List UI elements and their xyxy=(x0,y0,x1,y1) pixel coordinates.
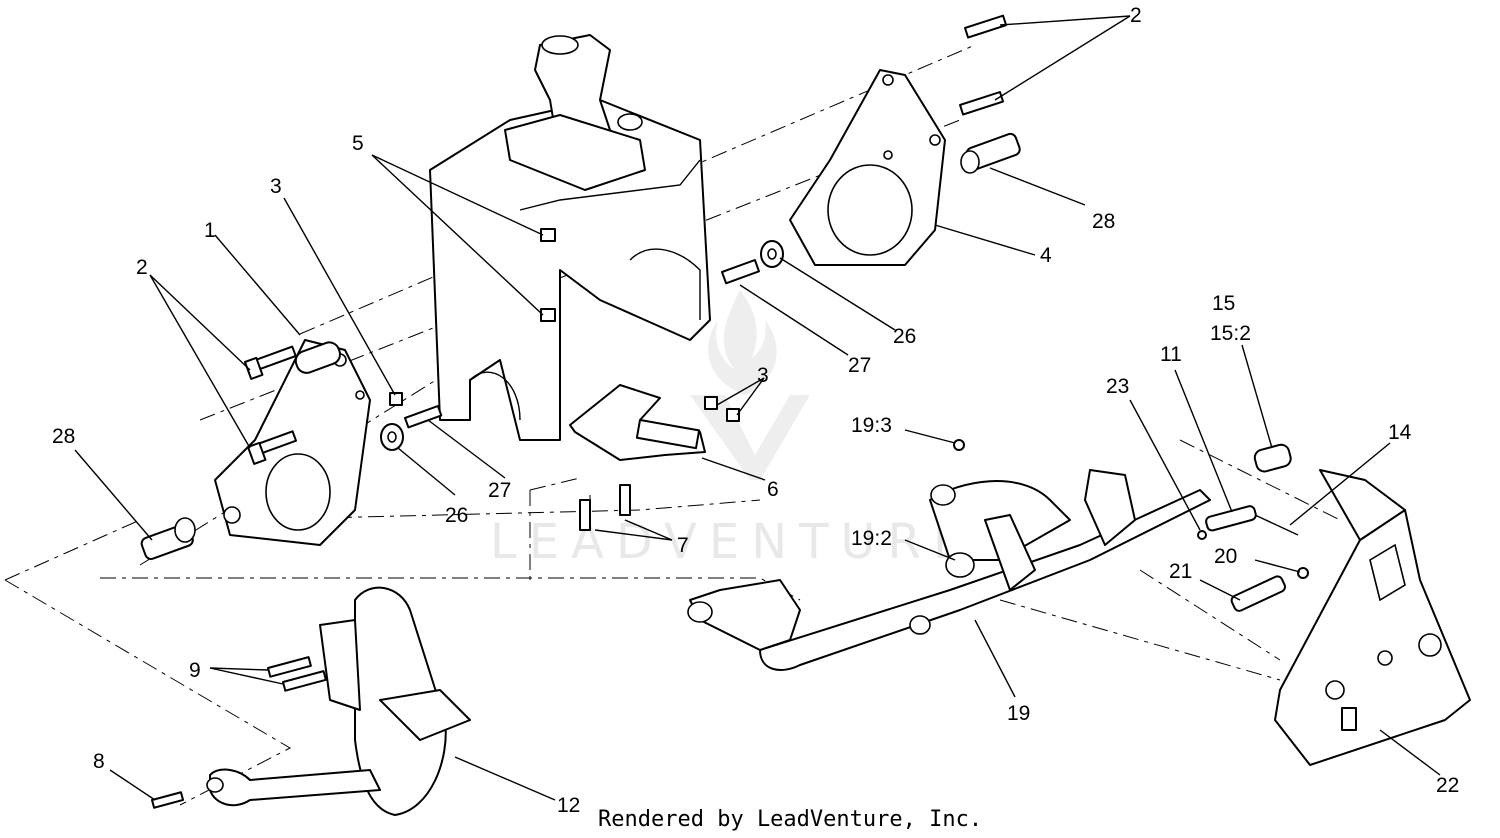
callout-label: 15 xyxy=(1212,292,1235,315)
bolts-top-2 xyxy=(959,14,1008,116)
callout-label: 20 xyxy=(1214,545,1237,568)
callout-label: 28 xyxy=(1092,210,1115,233)
bushing-right-28 xyxy=(960,132,1021,174)
washer-right-26 xyxy=(760,240,784,268)
callout-label: 9 xyxy=(189,659,201,682)
callout-label: 27 xyxy=(488,479,511,502)
watermark-text: LEADVENTURE xyxy=(490,514,975,570)
callout-label: 19 xyxy=(1007,702,1030,725)
callout-label: 14 xyxy=(1388,421,1412,444)
center-frame xyxy=(429,34,711,441)
bolt-8 xyxy=(151,791,185,809)
callout-label: 4 xyxy=(1040,244,1052,267)
bolt-left-upper xyxy=(244,345,297,380)
callout-label: 19:3 xyxy=(851,414,892,437)
callout-label: 5 xyxy=(352,132,364,155)
callout-label: 26 xyxy=(893,325,916,348)
callout-label: 19:2 xyxy=(851,527,892,550)
callout-label: 2 xyxy=(136,256,148,279)
fitting-23 xyxy=(1197,530,1207,540)
callout-label: 26 xyxy=(445,504,468,527)
brake-rod-12 xyxy=(206,586,471,816)
callout-label: 7 xyxy=(677,534,689,557)
nut-5-upper xyxy=(540,228,556,242)
cylinder-21 xyxy=(1230,575,1286,612)
triangle-plate-22 xyxy=(1274,469,1471,766)
watermark-v-icon xyxy=(690,395,810,480)
callout-label: 12 xyxy=(557,794,580,817)
callout-label: 22 xyxy=(1436,774,1459,797)
grease-fitting-19-3 xyxy=(953,439,965,451)
callout-label: 15:2 xyxy=(1210,322,1251,345)
bushing-15 xyxy=(1253,443,1292,473)
pin-11 xyxy=(1205,505,1257,532)
callout-label: 11 xyxy=(1160,343,1182,366)
callout-label: 21 xyxy=(1169,560,1192,583)
callout-label: 2 xyxy=(1130,4,1142,27)
bushing-left xyxy=(294,341,341,374)
callout-label: 1 xyxy=(204,219,216,242)
fitting-20 xyxy=(1297,567,1309,579)
nut-5-lower xyxy=(540,308,556,322)
bracket-6 xyxy=(569,384,706,461)
bolt-right-27 xyxy=(721,259,760,285)
bolt-left-lower xyxy=(247,430,298,465)
leader-lines xyxy=(74,15,1441,801)
callout-label: 28 xyxy=(52,425,75,448)
callout-label: 27 xyxy=(848,354,871,377)
nut-3-pair xyxy=(704,396,740,422)
callout-label: 6 xyxy=(767,478,779,501)
bolts-7 xyxy=(579,484,631,531)
shaft-assembly-19 xyxy=(687,469,1211,671)
washer-left-26 xyxy=(380,423,404,451)
callout-label: 3 xyxy=(270,175,282,198)
callout-label: 8 xyxy=(93,750,105,773)
bolts-9 xyxy=(266,656,327,692)
callout-label: 3 xyxy=(757,364,769,387)
callout-label: 23 xyxy=(1106,375,1129,398)
fasteners xyxy=(140,14,1309,809)
nut-left-3 xyxy=(389,392,403,406)
spring-pin-14 xyxy=(1254,514,1299,536)
bushing-left-28 xyxy=(140,517,196,560)
watermark: LEADVENTURE xyxy=(490,290,975,570)
callout-labels: 2 28 4 26 27 5 3 1 2 28 26 27 3 6 7 15 1… xyxy=(52,4,1459,817)
watermark-flame-icon xyxy=(708,290,777,395)
right-mount-plate xyxy=(789,69,946,266)
bolt-left-27 xyxy=(404,405,443,429)
footer-credit: Rendered by LeadVenture, Inc. xyxy=(598,807,982,832)
